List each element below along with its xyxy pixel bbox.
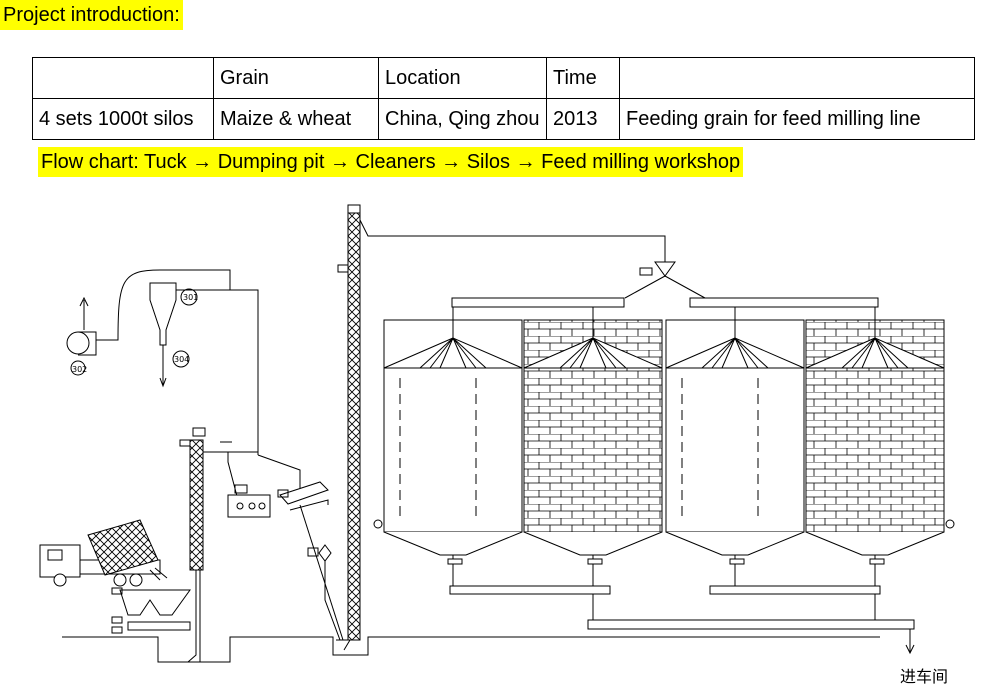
cleaner-machine xyxy=(227,454,301,518)
silo-1 xyxy=(383,307,523,556)
bucket-elevator-2 xyxy=(336,204,666,651)
label-301: 301 xyxy=(183,293,198,302)
truck-icon xyxy=(39,519,168,587)
top-conveyor-right xyxy=(689,297,879,308)
table-cell: 4 sets 1000t silos xyxy=(32,98,214,140)
distributor xyxy=(624,261,706,299)
label-304: 304 xyxy=(174,355,189,364)
table-cell: Feeding grain for feed milling line xyxy=(619,98,975,140)
air-duct xyxy=(96,269,259,455)
label-302: 302 xyxy=(72,365,87,374)
table-cell: 2013 xyxy=(546,98,620,140)
fan-302: 302 xyxy=(66,296,97,376)
table-header-cell xyxy=(619,57,975,99)
table-header-cell: Grain xyxy=(213,57,379,99)
ground-line xyxy=(62,636,880,663)
table-header-cell: Location xyxy=(378,57,547,99)
conveyor-to-cleaner xyxy=(203,441,258,501)
drum-sieve xyxy=(277,481,329,511)
bucket-elevator-1 xyxy=(179,427,206,663)
cyclone-301: 301 304 xyxy=(149,282,230,388)
silo-3 xyxy=(665,307,805,556)
table-row: 4 sets 1000t silos Maize & wheat China, … xyxy=(32,98,975,140)
silo-2 xyxy=(523,307,663,556)
silo-ladder-marker xyxy=(373,519,383,529)
feed-pipe xyxy=(299,504,344,641)
bottom-conveyor-right xyxy=(709,585,881,595)
project-table: Grain Location Time 4 sets 1000t silos M… xyxy=(32,57,975,140)
magnetic-separator xyxy=(307,544,341,641)
table-header-row: Grain Location Time xyxy=(32,57,975,99)
silo-4 xyxy=(805,307,945,556)
dumping-pit xyxy=(111,587,191,634)
flow-chart-heading: Flow chart: Tuck → Dumping pit → Cleaner… xyxy=(38,147,744,177)
top-conveyor-left xyxy=(451,297,625,308)
workshop-label: 进车间 xyxy=(900,668,948,686)
discharge-gates xyxy=(452,555,876,562)
table-cell: China, Qing zhou xyxy=(378,98,547,140)
project-introduction-heading: Project introduction: xyxy=(0,0,183,30)
bottom-conveyor-left xyxy=(449,585,611,595)
main-conveyor xyxy=(587,619,915,630)
silo-ladder-marker xyxy=(945,519,955,529)
workshop-arrow xyxy=(905,629,915,655)
